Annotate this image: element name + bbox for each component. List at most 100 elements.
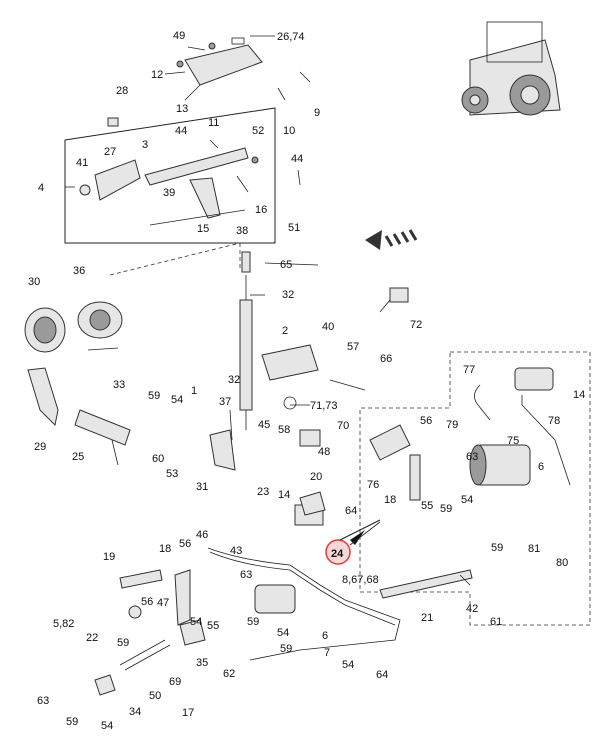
lever-assembly [79,117,301,226]
label-54-d: 54 [277,627,289,639]
label-48: 48 [318,446,330,458]
highlight-marker [325,519,381,565]
label-54-b: 54 [461,494,473,506]
label-60: 60 [152,453,164,465]
label-18-b: 18 [159,543,171,555]
label-51: 51 [288,222,300,234]
direction-arrow-icon [365,229,418,250]
label-56-b: 56 [179,538,191,550]
label-45: 45 [258,419,270,431]
subassembly-frame [64,107,276,244]
label-57: 57 [347,341,359,353]
label-17: 17 [182,707,194,719]
label-75: 75 [507,435,519,447]
cylinder-70 [299,429,321,447]
label-7: 7 [324,647,330,659]
label-43: 43 [230,545,242,557]
bracket-plate [261,344,319,381]
label-53: 53 [166,468,178,480]
label-4: 4 [38,182,44,194]
label-2: 2 [282,325,288,337]
label-79: 79 [446,419,458,431]
label-9: 9 [314,107,320,119]
sensor-part [379,287,409,313]
label-76: 76 [367,479,379,491]
solenoid-top [474,367,571,486]
clutch-bearing [24,301,123,353]
label-72: 72 [410,319,422,331]
label-44-b: 44 [291,153,303,165]
solenoid-mid [469,444,531,486]
label-54-a: 54 [171,394,183,406]
label-12: 12 [151,69,163,81]
label-26-74: 26,74 [277,31,305,43]
label-41: 41 [76,157,88,169]
label-34: 34 [129,706,141,718]
label-64-a: 64 [345,505,357,517]
label-55-a: 55 [421,500,433,512]
label-18-a: 18 [384,494,396,506]
cable-rod [239,251,253,430]
label-29: 29 [34,441,46,453]
label-30: 30 [28,276,40,288]
label-16: 16 [255,204,267,216]
label-59-c: 59 [491,542,503,554]
label-35: 35 [196,657,208,669]
label-32-a: 32 [282,289,294,301]
label-55-b: 55 [207,620,219,632]
label-13: 13 [176,103,188,115]
label-71-73: 71,73 [310,400,338,412]
label-5-82: 5,82 [53,618,74,630]
label-33: 33 [113,379,125,391]
label-59-d: 59 [117,637,129,649]
label-22: 22 [86,632,98,644]
label-80: 80 [556,557,568,569]
label-11: 11 [208,117,219,129]
tractor-illustration [461,21,561,116]
label-47: 47 [157,597,169,609]
label-15: 15 [197,223,209,235]
label-56-c: 56 [141,596,153,608]
label-59-e: 59 [247,616,259,628]
label-62: 62 [223,668,235,680]
label-1: 1 [191,385,197,397]
label-14-a: 14 [573,389,585,401]
label-54-e: 54 [342,659,354,671]
dashed-frame-right [359,351,591,626]
label-77: 77 [463,364,475,376]
label-44-a: 44 [175,125,187,137]
label-28: 28 [116,85,128,97]
label-63-a: 63 [466,451,478,463]
label-38: 38 [236,225,248,237]
label-78: 78 [548,415,560,427]
part-labels: 49 26,74 12 13 9 10 28 27 3 44 11 52 44 … [28,30,585,732]
label-21: 21 [421,612,433,624]
label-63-c: 63 [37,695,49,707]
cover-plate [176,37,311,101]
label-39: 39 [163,187,175,199]
label-59-a: 59 [148,390,160,402]
label-8-67-68: 8,67,68 [342,574,379,586]
label-31: 31 [196,481,208,493]
label-50: 50 [149,690,161,702]
label-32-b: 32 [228,374,240,386]
label-52: 52 [252,125,264,137]
label-59-b: 59 [440,503,452,515]
label-6-a: 6 [538,461,544,473]
label-66: 66 [380,353,392,365]
label-64-b: 64 [376,669,388,681]
label-10: 10 [283,125,295,137]
bracket-76 [369,424,411,461]
label-42: 42 [466,603,478,615]
lever-37 [209,409,236,471]
pipe-assembly [94,547,473,696]
label-59-g: 59 [66,716,78,728]
label-25: 25 [72,451,84,463]
label-65: 65 [280,259,292,271]
label-40: 40 [322,321,334,333]
label-54-c: 54 [190,616,202,628]
label-54-f: 54 [101,720,113,732]
label-61: 61 [490,616,502,628]
label-37: 37 [219,396,231,408]
